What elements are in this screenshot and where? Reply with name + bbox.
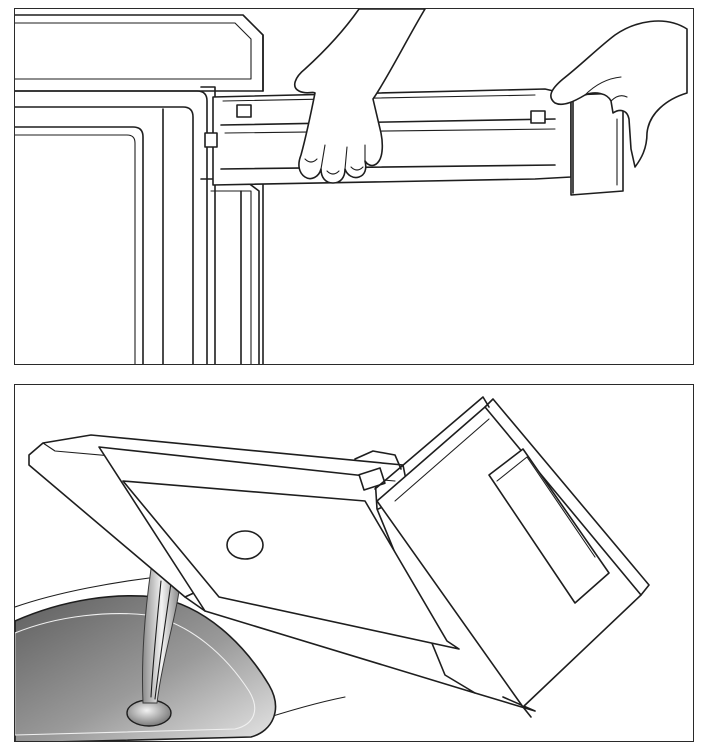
appliance-door (15, 90, 208, 364)
water-tank (204, 80, 572, 186)
tank-front-handle-tilted (374, 396, 650, 718)
tank-opening (226, 530, 264, 560)
appliance-top-cabinet (15, 14, 264, 92)
empty-tank-drawing (15, 396, 650, 741)
illustration-panel-empty-tank (14, 384, 694, 742)
water-stream (141, 566, 182, 704)
handle-recess (488, 448, 610, 604)
left-hand (293, 9, 426, 184)
illustration-panel-remove-tank (14, 8, 694, 365)
remove-tank-drawing (15, 9, 688, 364)
right-hand (550, 20, 688, 168)
water-tank-tilted (28, 434, 536, 712)
sink-drain (126, 699, 172, 727)
